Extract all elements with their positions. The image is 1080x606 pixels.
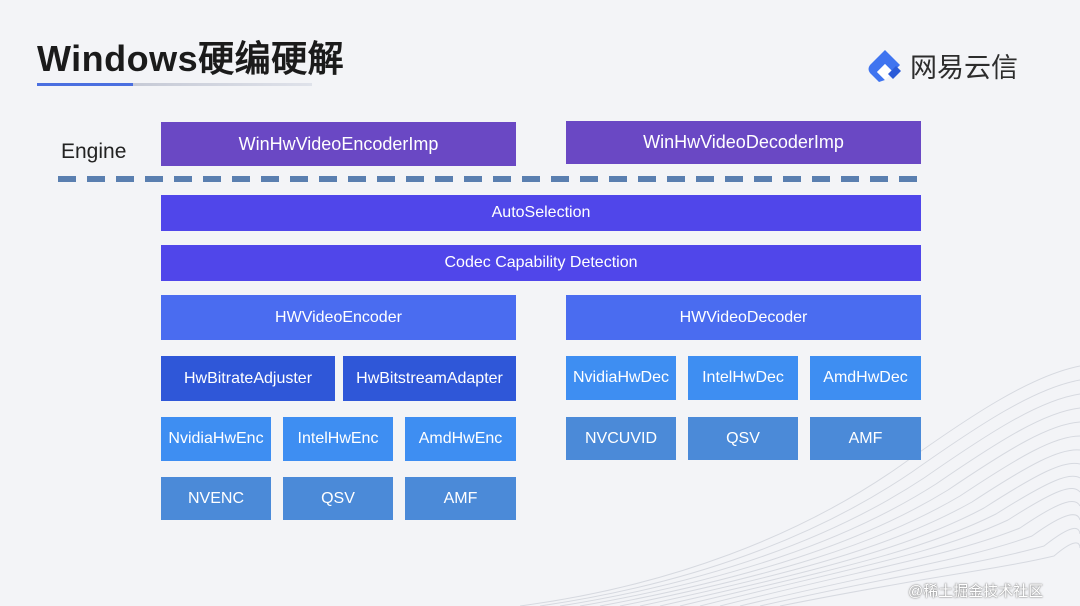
- encoder-impl-box: WinHwVideoEncoderImp: [161, 122, 516, 166]
- intel-hw-dec-box: IntelHwDec: [688, 356, 798, 400]
- engine-layer-label: Engine: [61, 140, 127, 163]
- dec-amf-box: AMF: [810, 417, 921, 460]
- enc-amf-box: AMF: [405, 477, 516, 520]
- dec-qsv-box: QSV: [688, 417, 798, 460]
- slide-title: Windows硬编硬解: [37, 38, 345, 79]
- brand-logo: 网易云信: [866, 46, 1018, 85]
- bitrate-adjuster-box: HwBitrateAdjuster: [161, 356, 335, 401]
- bitstream-adapter-box: HwBitstreamAdapter: [343, 356, 516, 401]
- logo-text: 网易云信: [910, 53, 1018, 83]
- engine-divider: [58, 176, 922, 182]
- intel-hw-enc-box: IntelHwEnc: [283, 417, 393, 461]
- auto-selection-box: AutoSelection: [161, 195, 921, 231]
- hw-video-encoder-box: HWVideoEncoder: [161, 295, 516, 340]
- title-underline: [37, 83, 312, 86]
- hw-video-decoder-box: HWVideoDecoder: [566, 295, 921, 340]
- nvidia-hw-dec-box: NvidiaHwDec: [566, 356, 676, 400]
- decorative-waves: [520, 365, 1080, 606]
- nvenc-box: NVENC: [161, 477, 271, 520]
- decoder-impl-box: WinHwVideoDecoderImp: [566, 121, 921, 164]
- amd-hw-enc-box: AmdHwEnc: [405, 417, 516, 461]
- capability-detection-box: Codec Capability Detection: [161, 245, 921, 281]
- nvidia-hw-enc-box: NvidiaHwEnc: [161, 417, 271, 461]
- amd-hw-dec-box: AmdHwDec: [810, 356, 921, 400]
- watermark: @稀土掘金技术社区: [908, 583, 1044, 600]
- nvcuvid-box: NVCUVID: [566, 417, 676, 460]
- enc-qsv-box: QSV: [283, 477, 393, 520]
- netease-yunxin-logo-icon: [868, 49, 901, 82]
